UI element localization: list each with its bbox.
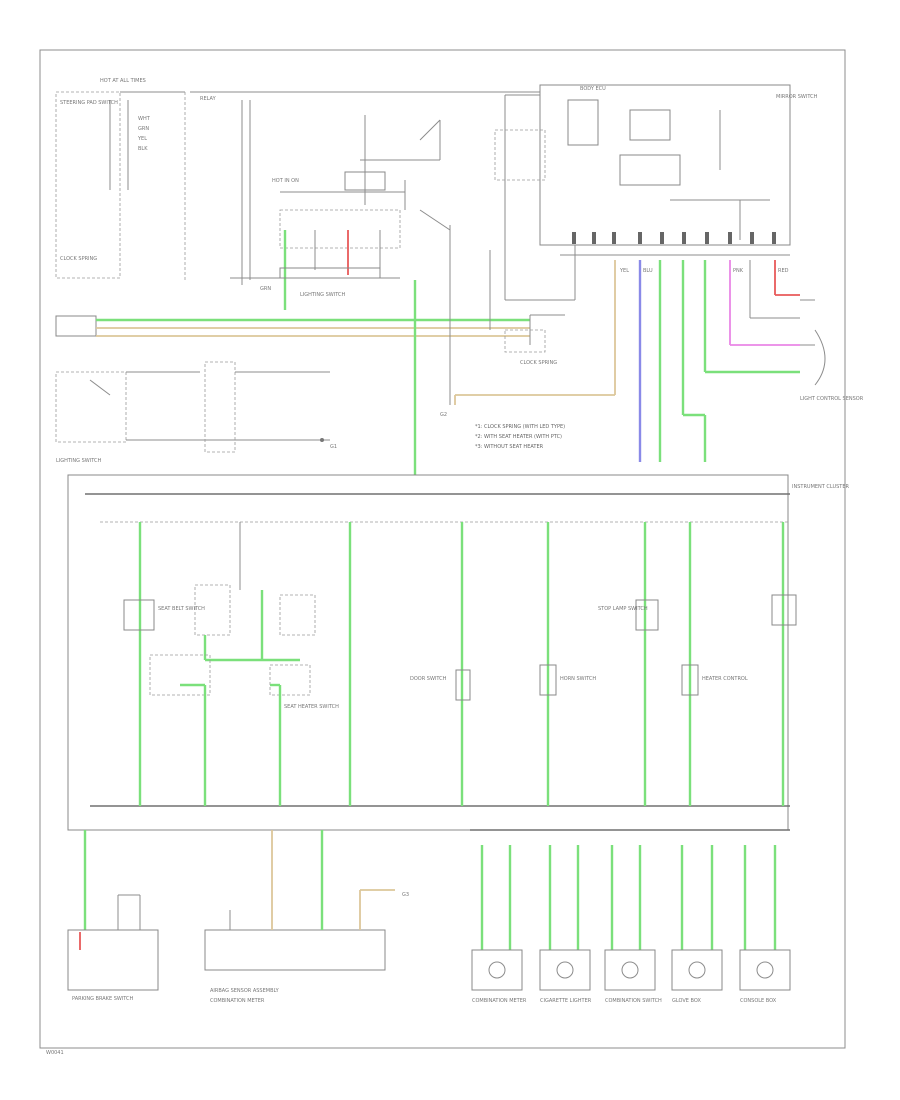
- wire-label-l1: BLU: [643, 268, 653, 274]
- note-2: *2: WITH SEAT HEATER (WITH PTC): [475, 434, 562, 440]
- body-ecu-pins: [560, 232, 790, 256]
- clock-spring-led-label: CLOCK SPRING: [520, 360, 557, 366]
- bottom-left-label: PARKING BRAKE SWITCH: [72, 996, 134, 1002]
- relay-label: RELAY: [200, 96, 217, 102]
- cluster-drops: [138, 522, 785, 806]
- clock-spring-harness: CLOCK SPRING: [55, 314, 565, 366]
- bottom-comp-5-label: CONSOLE BOX: [740, 998, 777, 1004]
- top-left-module: HOT AT ALL TIMES STEERING PAD SWITCH WHT…: [55, 78, 186, 280]
- instrument-cluster-bus: INSTRUMENT CLUSTER: [67, 474, 850, 831]
- hot-in-on-label: HOT IN ON: [272, 178, 299, 184]
- clock-spring-label: CLOCK SPRING: [60, 256, 97, 262]
- bottom-comp-2-label: CIGARETTE LIGHTER: [540, 998, 592, 1004]
- wire-label-g2: GRN: [260, 286, 271, 292]
- instrument-cluster-label: INSTRUMENT CLUSTER: [792, 484, 850, 490]
- note-1: *1: CLOCK SPRING (WITH LED TYPE): [475, 424, 565, 430]
- ground-left-label: G1: [330, 444, 337, 450]
- comp-5-label: HEATER CONTROL: [702, 676, 748, 682]
- wire-label-y2: YEL: [619, 268, 629, 274]
- bottom-comp-1-label: COMBINATION METER: [472, 998, 527, 1004]
- fuse-relay-area: RELAY HOT IN ON: [190, 91, 540, 285]
- lighting-switch-block: LIGHTING SWITCH GRN: [230, 209, 401, 310]
- ground-right-label: G3: [402, 892, 409, 898]
- comp-3-label: HORN SWITCH: [560, 676, 596, 682]
- cluster-components: SEAT BELT SWITCH DOOR SWITCH HORN SWITCH…: [123, 594, 797, 701]
- bottom-comp-4-label: GLOVE BOX: [672, 998, 701, 1004]
- light-control-sensor-label: LIGHT CONTROL SENSOR: [800, 396, 864, 402]
- body-ecu-wires: YEL BLU PNK RED: [454, 260, 800, 462]
- lighting-switch-label: LIGHTING SWITCH: [300, 292, 345, 298]
- comp-4-label: STOP LAMP SWITCH: [598, 606, 648, 612]
- comp-1-label: SEAT BELT SWITCH: [158, 606, 205, 612]
- page-code: W0041: [46, 1050, 64, 1056]
- mirror-switch-label: MIRROR SWITCH: [776, 94, 818, 100]
- ground-mid-label: G2: [440, 412, 447, 418]
- ecu-bottom-label: AIRBAG SENSOR ASSEMBLY: [210, 988, 280, 994]
- left-mid-module: LIGHTING SWITCH G1: [55, 361, 337, 464]
- notes-block: *1: CLOCK SPRING (WITH LED TYPE) *2: WIT…: [440, 412, 565, 450]
- top-feed-wires: [413, 225, 491, 475]
- comp-2-label: DOOR SWITCH: [410, 676, 447, 682]
- fuse-box-top-label: HOT AT ALL TIMES: [100, 78, 146, 84]
- ecu-bottom-sub-label: COMBINATION METER: [210, 998, 265, 1004]
- diagram-frame: [39, 49, 846, 1049]
- wire-label-p1: PNK: [733, 268, 744, 274]
- wire-label-w1: WHT: [138, 116, 151, 122]
- left-mid-label: LIGHTING SWITCH: [56, 458, 101, 464]
- wire-label-b1: BLK: [138, 146, 148, 152]
- wire-label-y1: YEL: [137, 136, 147, 142]
- body-ecu-block: BODY ECU MIRROR SWITCH: [494, 84, 818, 301]
- body-ecu-label: BODY ECU: [580, 86, 606, 92]
- bottom-section: PARKING BRAKE SWITCH AIRBAG SENSOR ASSEM…: [67, 829, 791, 1004]
- wire-label-r1: RED: [778, 268, 789, 274]
- seat-heater-switch: SEAT HEATER SWITCH: [149, 522, 339, 806]
- wire-label-g1: GRN: [138, 126, 149, 132]
- light-control-sensor: LIGHT CONTROL SENSOR: [800, 299, 864, 402]
- seat-heater-label: SEAT HEATER SWITCH: [284, 704, 339, 710]
- bottom-comp-3-label: COMBINATION SWITCH: [605, 998, 662, 1004]
- note-3: *3: WITHOUT SEAT HEATER: [475, 444, 544, 450]
- steering-pad-label: STEERING PAD SWITCH: [60, 100, 118, 106]
